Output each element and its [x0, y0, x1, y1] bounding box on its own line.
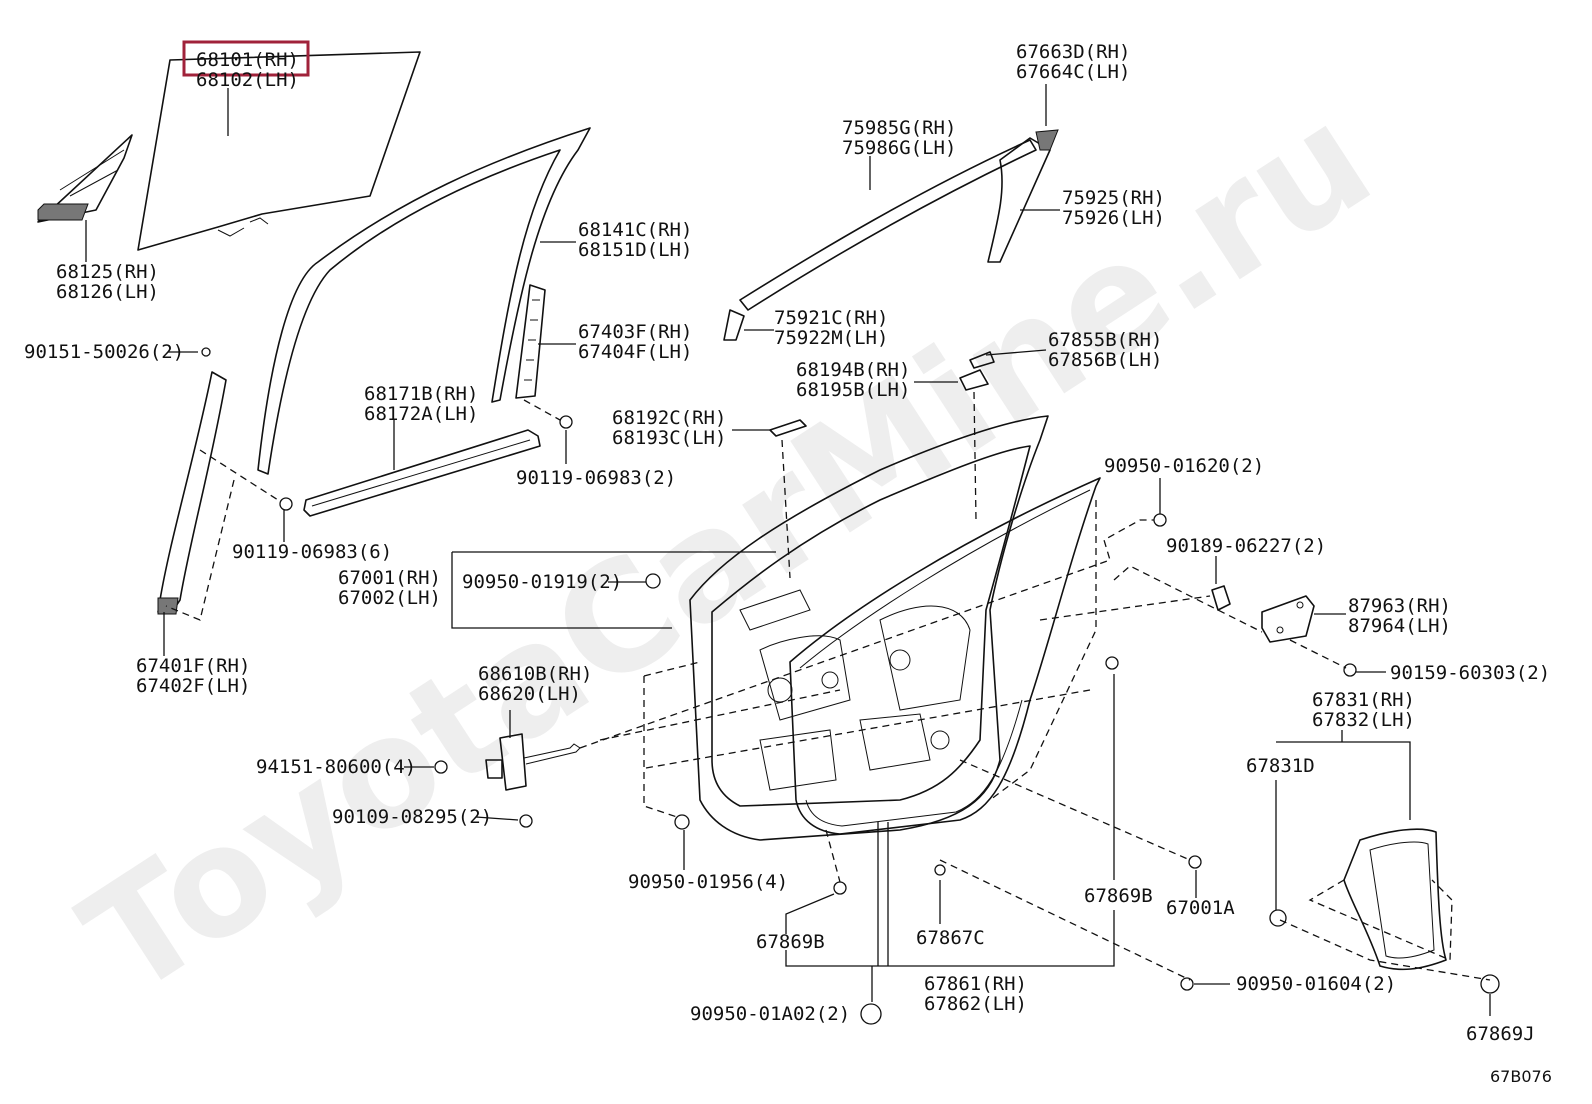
- fasteners: [201, 347, 1500, 1025]
- label-pillar-lh: 75926(LH): [1062, 207, 1165, 229]
- label-bracket-rh: 87963(RH): [1348, 595, 1451, 617]
- belt-weatherstrip: [303, 429, 541, 517]
- label-quarter-rh: 68125(RH): [56, 261, 159, 283]
- label-belt-lh: 68172A(LH): [364, 403, 478, 425]
- label-bracket-lh: 87964(LH): [1348, 615, 1451, 637]
- label-clip-d: 67869B: [1084, 885, 1153, 907]
- label-door-panel-lh: 67002(LH): [338, 587, 441, 609]
- service-hole-cover: [1343, 828, 1447, 971]
- quarter-glass: [37, 134, 133, 223]
- door-glass: [137, 51, 421, 251]
- label-cover-rh: 67831(RH): [1312, 689, 1415, 711]
- outer-molding: [723, 129, 1059, 341]
- label-clip-c: 67867C: [916, 927, 985, 949]
- label-screw-b: 90159-60303(2): [1390, 662, 1550, 684]
- run-channel: [257, 127, 591, 475]
- label-stopper-b-rh: 68194B(RH): [796, 359, 910, 381]
- label-cover-lh: 67832(LH): [1312, 709, 1415, 731]
- label-front-channel-lh: 67402F(LH): [136, 675, 250, 697]
- door-weatherstrip: [789, 477, 1101, 835]
- label-run-channel-lh: 68151D(LH): [578, 239, 692, 261]
- label-check-rh: 68610B(RH): [478, 663, 592, 685]
- dashed-lines: [165, 391, 1491, 981]
- label-bolt-a: 90119-06983(2): [516, 467, 676, 489]
- label-run-channel-rh: 68141C(RH): [578, 219, 692, 241]
- clip-a: [1211, 585, 1231, 611]
- label-molding-lh: 75986G(LH): [842, 137, 956, 159]
- label-plug-d: 67001A: [1166, 897, 1235, 919]
- label-glass-rh: 68101(RH): [196, 49, 299, 71]
- label-rear-channel-lh: 67404F(LH): [578, 341, 692, 363]
- label-belt-rh: 68171B(RH): [364, 383, 478, 405]
- label-clip-a: 90189-06227(2): [1166, 535, 1326, 557]
- label-plug-a: 90950-01919(2): [462, 571, 622, 593]
- diagram-code: 67B076: [1490, 1067, 1552, 1086]
- door-panel: [689, 415, 1049, 841]
- label-glass-lh: 68102(LH): [196, 69, 299, 91]
- label-stopper-c-lh: 68193C(LH): [612, 427, 726, 449]
- label-clip-e: 67869J: [1466, 1023, 1535, 1045]
- label-plug-e: 90950-01A02(2): [690, 1003, 850, 1025]
- rear-channel: [515, 284, 546, 399]
- labels: 68101(RH) 68102(LH) 68125(RH) 68126(LH) …: [24, 41, 1552, 1086]
- label-plug-f: 90950-01604(2): [1236, 973, 1396, 995]
- label-bolt-c: 94151-80600(4): [256, 756, 416, 778]
- label-corner-rh: 67663D(RH): [1016, 41, 1130, 63]
- label-screw-a: 90151-50026(2): [24, 341, 184, 363]
- label-clip-b: 67869B: [756, 931, 825, 953]
- label-door-panel-rh: 67001(RH): [338, 567, 441, 589]
- label-plug-b: 90950-01620(2): [1104, 455, 1264, 477]
- label-garnish-lh: 75922M(LH): [774, 327, 888, 349]
- stoppers: [769, 351, 995, 437]
- label-cover-sub: 67831D: [1246, 755, 1315, 777]
- label-pillar-rh: 75925(RH): [1062, 187, 1165, 209]
- label-bolt-d: 90109-08295(2): [332, 806, 492, 828]
- label-stopper-b-lh: 68195B(LH): [796, 379, 910, 401]
- label-bolt-b: 90119-06983(6): [232, 541, 392, 563]
- label-front-channel-rh: 67401F(RH): [136, 655, 250, 677]
- label-corner-lh: 67664C(LH): [1016, 61, 1130, 83]
- highlight-box: [182, 40, 310, 77]
- label-check-lh: 68620(LH): [478, 683, 581, 705]
- label-garnish-rh: 75921C(RH): [774, 307, 888, 329]
- label-stopper-a-lh: 67856B(LH): [1048, 349, 1162, 371]
- leader-lines: [85, 84, 1491, 1016]
- label-stopper-c-rh: 68192C(RH): [612, 407, 726, 429]
- door-check: [485, 733, 581, 791]
- label-weatherstrip-lh: 67862(LH): [924, 993, 1027, 1015]
- label-quarter-lh: 68126(LH): [56, 281, 159, 303]
- bracket: [1261, 595, 1315, 643]
- front-channel: [157, 371, 227, 615]
- label-molding-rh: 75985G(RH): [842, 117, 956, 139]
- label-weatherstrip-rh: 67861(RH): [924, 973, 1027, 995]
- label-rear-channel-rh: 67403F(RH): [578, 321, 692, 343]
- label-plug-c: 90950-01956(4): [628, 871, 788, 893]
- label-stopper-a-rh: 67855B(RH): [1048, 329, 1162, 351]
